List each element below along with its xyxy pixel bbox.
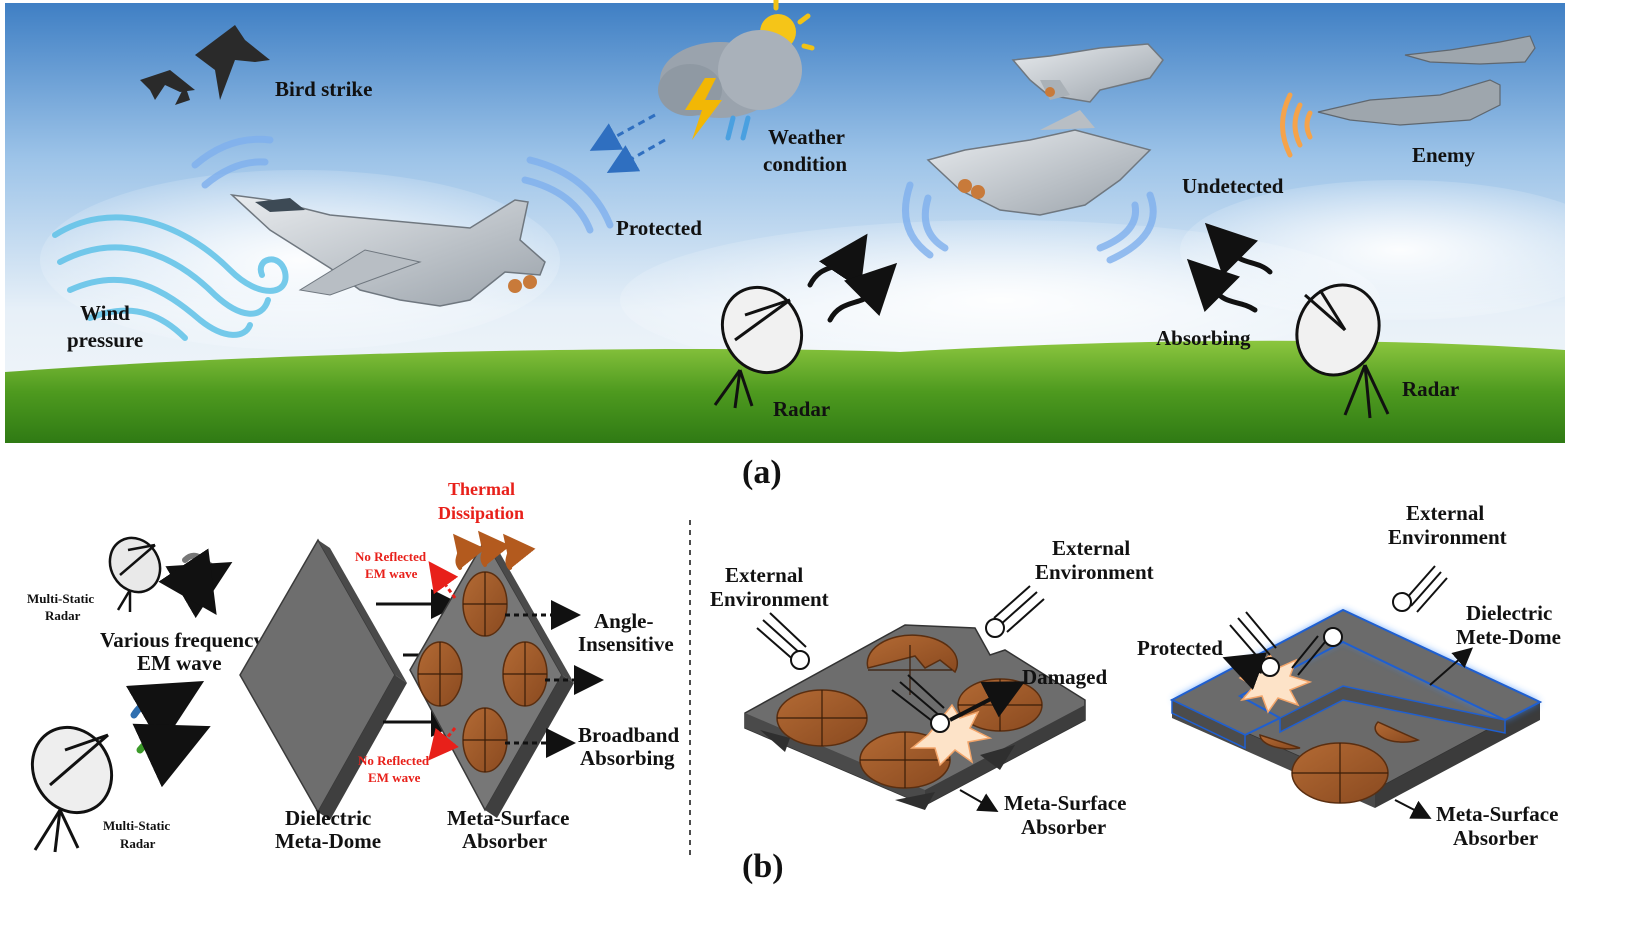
wind-icon [52,214,289,341]
panel-b-left: Multi-Static Radar Various frequency EM … [27,479,679,853]
wave-green [132,723,211,788]
panel-b-right: Protected External Environment Dielectri… [1137,501,1561,850]
label-right-dome-2: Mete-Dome [1456,625,1561,649]
protected-arrow [1222,652,1267,690]
label-absorber-1: Meta-Surface [447,806,569,830]
panel-b-middle: Damaged External Environment External En… [710,536,1154,839]
label-wind-2: pressure [67,328,143,352]
label-right-absorber-1: Meta-Surface [1436,802,1558,826]
label-wind-1: Wind [80,301,130,325]
label-right-dome-1: Dielectric [1466,601,1552,625]
debris-projectile-protected-2 [1291,627,1343,676]
stealth-waves [902,181,1157,264]
label-mid-absorber-2: Absorber [1021,815,1106,839]
wave-gold [158,548,217,615]
radar-dish-right-icon [1295,283,1390,419]
radar-signal-right [1186,222,1273,313]
label-enemy: Enemy [1412,143,1476,167]
label-undetected: Undetected [1182,174,1284,198]
label-radar-right: Radar [1402,377,1459,401]
fighter-jet-undetected-icon [926,110,1152,216]
label-em-wave-1: Various frequency [100,628,264,652]
debris-projectile-right [985,585,1045,638]
label-no-reflect-top-1: No Reflected [355,549,427,564]
label-thermal-2: Dissipation [438,503,524,523]
label-no-reflect-bottom-2: EM wave [368,770,421,785]
label-radar-top-1: Multi-Static [27,591,94,606]
label-absorber-2: Absorber [462,829,547,853]
multi-static-radar-top-icon [108,536,162,612]
debris-projectile-damaged [891,674,950,733]
label-em-wave-2: EM wave [137,651,222,675]
label-no-reflect-top-2: EM wave [365,566,418,581]
label-weather-2: condition [763,152,847,176]
label-dome-2: Meta-Dome [275,829,381,853]
panel-b-tag: (b) [742,848,784,885]
label-right-ext-1: External [1406,501,1484,525]
label-no-reflect-bottom-1: No Reflected [358,753,430,768]
no-reflect-arrow-bottom [428,727,459,761]
fighter-jet-upper-icon [1011,43,1164,103]
no-reflect-arrow-top [428,561,459,599]
label-dome-1: Dielectric [285,806,371,830]
debris-projectile-left [756,612,810,670]
label-thermal-1: Thermal [448,479,515,499]
damaged-arrow [949,681,1026,722]
label-ext-right-2: Environment [1035,560,1154,584]
enemy-radar-signal [1280,92,1313,158]
meta-surface-absorber-slab [409,538,574,818]
label-radar-bottom-2: Radar [120,836,156,851]
label-ext-left-1: External [725,563,803,587]
wave-gray [165,552,233,619]
label-radar-top-2: Radar [45,608,81,623]
weather-cloud-icon [658,0,815,141]
label-absorbing: Absorbing [1156,326,1251,350]
fighter-jet-main-icon [229,193,546,307]
label-mid-absorber-1: Meta-Surface [1004,791,1126,815]
panel-a: Bird strike Weather condition [5,0,1620,491]
enemy-jet-icon [1317,35,1536,126]
radar-signal-left [807,233,898,323]
wave-blue [125,680,205,747]
absorber-pointer-right [1394,799,1432,819]
label-radar-left: Radar [773,397,830,421]
bird-strike-icon [140,25,270,105]
radar-dish-left-icon [713,285,804,409]
panel-a-tag: (a) [742,454,782,491]
label-right-protected: Protected [1137,636,1223,660]
label-angle-1: Angle- [594,609,654,633]
label-damaged: Damaged [1022,665,1107,689]
label-protected: Protected [616,216,702,240]
label-weather-1: Weather [768,125,845,149]
label-radar-bottom-1: Multi-Static [103,818,170,833]
grass-hill [5,340,1565,443]
label-bird-strike: Bird strike [275,77,372,101]
thermal-dissipation-arrows [453,530,536,570]
label-right-ext-2: Environment [1388,525,1507,549]
label-broadband-1: Broadband [578,723,679,747]
dome-pointer-right [1429,647,1474,686]
absorber-pointer-middle [959,789,999,812]
label-ext-right-1: External [1052,536,1130,560]
label-right-absorber-2: Absorber [1453,826,1538,850]
protection-waves [191,135,614,234]
label-ext-left-2: Environment [710,587,829,611]
dielectric-meta-dome-slab [239,538,407,820]
label-broadband-2: Absorbing [580,746,675,770]
multi-static-radar-bottom-icon [30,725,114,853]
label-angle-2: Insensitive [578,632,674,656]
debris-projectile-top [1392,565,1448,613]
impact-burst-icon [909,703,993,767]
weather-arrow-2 [606,138,666,173]
